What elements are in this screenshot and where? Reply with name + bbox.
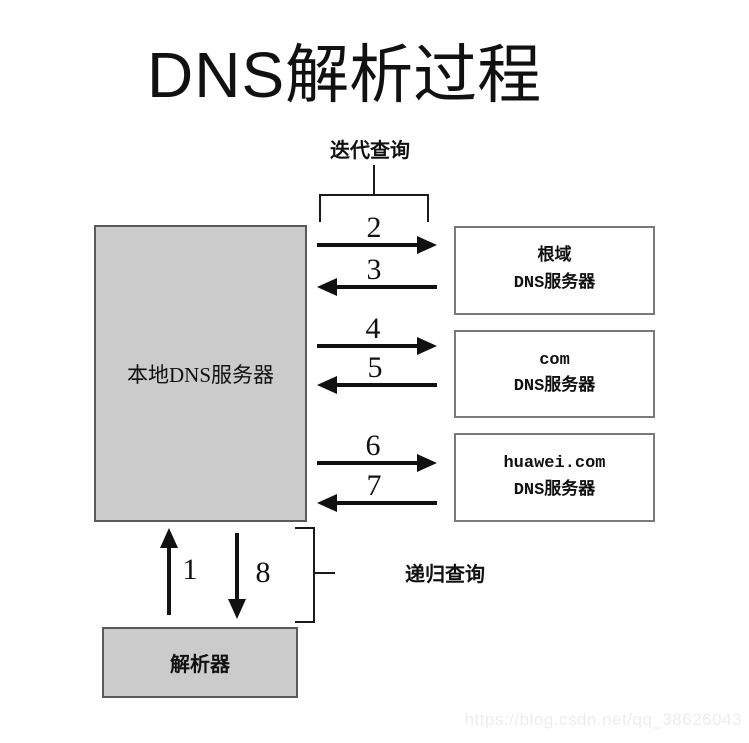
arrow-step-8-down — [228, 533, 246, 619]
arrow-step-4-right — [317, 337, 437, 355]
recursive-bracket-tick — [313, 572, 335, 574]
arrowhead-right-icon — [417, 454, 437, 472]
title-cjk: 解析过程 — [285, 40, 542, 111]
node-resolver: 解析器 — [102, 627, 298, 698]
title-latin: DNS — [147, 39, 286, 111]
step-number-4: 4 — [365, 312, 381, 345]
recursive-query-label: 递归查询 — [405, 564, 485, 586]
arrowhead-left-icon — [317, 376, 337, 394]
step-number-5: 5 — [367, 351, 383, 384]
arrow-shaft — [167, 544, 171, 615]
arrow-shaft — [317, 461, 419, 465]
step-number-7: 7 — [366, 469, 382, 502]
arrow-step-3-left — [317, 278, 437, 296]
step-number-6: 6 — [365, 429, 381, 462]
arrow-step-5-left — [317, 376, 437, 394]
page-title: DNS解析过程 — [147, 40, 541, 111]
arrow-step-7-left — [317, 494, 437, 512]
node-huawei-dns-server: huawei.com DNS服务器 — [454, 433, 655, 522]
node-huawei-line1: huawei.com — [503, 454, 606, 474]
node-local-dns-server: 本地DNS服务器 — [94, 225, 307, 522]
arrowhead-left-icon — [317, 278, 337, 296]
arrow-step-6-right — [317, 454, 437, 472]
node-root-line1: 根域 — [537, 247, 572, 267]
node-local-dns-label: 本地DNS服务器 — [126, 362, 274, 387]
node-root-line2: DNS服务器 — [513, 273, 596, 293]
arrow-shaft — [235, 533, 239, 603]
iterative-bracket-stem — [373, 165, 375, 195]
arrow-shaft — [335, 383, 437, 387]
arrow-step-1-up — [160, 528, 178, 615]
arrowhead-down-icon — [228, 599, 246, 619]
step-number-2: 2 — [366, 211, 382, 244]
node-resolver-label: 解析器 — [170, 654, 230, 676]
arrowhead-right-icon — [417, 337, 437, 355]
node-com-line2: DNS服务器 — [513, 377, 596, 396]
recursive-bracket — [295, 527, 315, 623]
arrowhead-up-icon — [160, 528, 178, 548]
arrowhead-right-icon — [417, 236, 437, 254]
node-com-dns-server: com DNS服务器 — [454, 330, 655, 418]
node-com-line1: com — [539, 350, 570, 370]
step-number-3: 3 — [366, 253, 382, 286]
arrowhead-left-icon — [317, 494, 337, 512]
arrow-step-2-right — [317, 236, 437, 254]
arrow-shaft — [317, 243, 419, 247]
arrow-shaft — [335, 285, 437, 289]
arrow-shaft — [335, 501, 437, 505]
step-number-8: 8 — [255, 556, 271, 589]
node-root-dns-server: 根域 DNS服务器 — [454, 226, 655, 315]
arrow-shaft — [317, 344, 419, 348]
iterative-query-label: 迭代查询 — [330, 140, 410, 162]
node-huawei-line2: DNS服务器 — [513, 480, 596, 500]
iterative-bracket — [319, 194, 429, 222]
step-number-1: 1 — [182, 553, 198, 586]
watermark-url: https://blog.csdn.net/qq_38626043 — [464, 710, 742, 729]
